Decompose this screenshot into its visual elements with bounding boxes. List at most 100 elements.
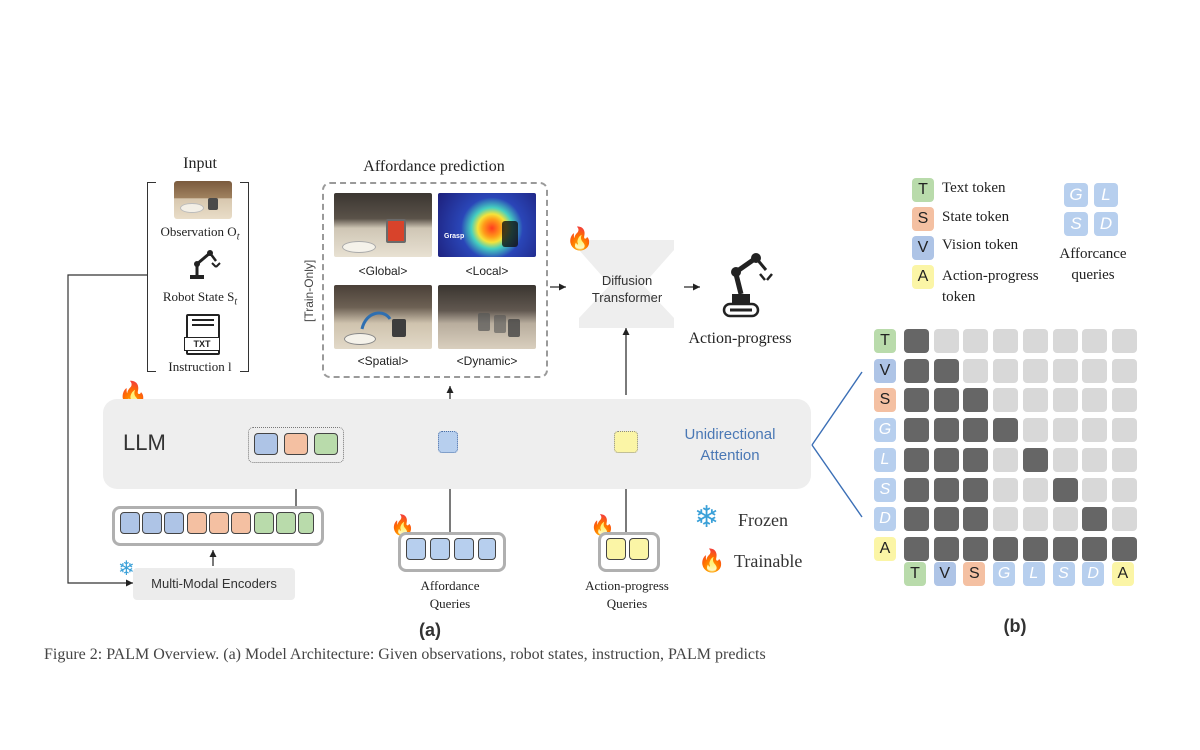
matrix-cell-attend: [1022, 447, 1048, 472]
matrix-cell-attend: [1052, 536, 1078, 561]
action-progress-queries-label: Action-progress Queries: [585, 578, 669, 611]
action-progress-output: Action-progress: [688, 330, 792, 347]
affordance-query-token: [406, 538, 426, 560]
llm-input-token-group: [248, 427, 344, 463]
matrix-cell-attend: [933, 447, 959, 472]
matrix-cell-masked: [1111, 447, 1137, 472]
legend-label-action: Action-progress token: [942, 268, 1039, 305]
matrix-col-label: D: [1082, 562, 1105, 586]
matrix-cell-masked: [1052, 447, 1078, 472]
matrix-cell-masked: [933, 329, 959, 353]
matrix-cell-attend: [993, 536, 1019, 561]
state-token: [284, 433, 308, 455]
matrix-cell-attend: [1052, 477, 1078, 502]
matrix-row-label: G: [874, 418, 896, 443]
matrix-col-label: T: [904, 562, 926, 586]
matrix-col-label: L: [1022, 562, 1045, 586]
snowflake-icon: ❄: [118, 558, 135, 580]
matrix-col-label: S: [1052, 562, 1075, 586]
matrix-cell-masked: [1022, 507, 1048, 532]
multimodal-encoders: Multi-Modal Encoders: [133, 568, 295, 600]
matrix-cell-attend: [963, 418, 989, 443]
legend-label-vision: Vision token: [942, 237, 1019, 253]
matrix-cell-masked: [1082, 329, 1108, 353]
matrix-cell-masked: [1082, 418, 1108, 443]
matrix-cell-masked: [963, 329, 989, 353]
llm-label: LLM: [123, 430, 166, 455]
text-token: [254, 512, 274, 534]
matrix-cell-masked: [1111, 477, 1137, 502]
matrix-cell-masked: [1082, 447, 1108, 472]
matrix-cell-attend: [933, 388, 959, 413]
matrix-row-label: S: [874, 388, 896, 413]
matrix-row-label: S: [874, 477, 896, 502]
matrix-cell-masked: [993, 477, 1019, 502]
matrix-cell-attend: [1111, 536, 1137, 561]
affordance-query-token: [478, 538, 496, 560]
query-badge-g: G: [1064, 183, 1088, 207]
matrix-cell-attend: [963, 536, 989, 561]
instruction-label: Instruction l: [168, 359, 232, 374]
matrix-col-label: G: [993, 562, 1016, 586]
spatial-caption: <Spatial>: [357, 354, 409, 368]
fire-icon: 🔥: [698, 548, 726, 573]
matrix-cell-attend: [963, 447, 989, 472]
matrix-cell-masked: [993, 447, 1019, 472]
matrix-cell-masked: [963, 358, 989, 383]
matrix-cell-attend: [933, 358, 959, 383]
query-badge-d: D: [1094, 212, 1118, 236]
global-caption: <Global>: [358, 264, 408, 278]
dynamic-caption: <Dynamic>: [456, 354, 518, 368]
matrix-cell-attend: [1022, 536, 1048, 561]
query-badge-l: L: [1094, 183, 1118, 207]
fire-icon: 🔥: [390, 515, 415, 537]
legend-badge-action: A: [912, 265, 934, 289]
input-bracket-left: [147, 182, 156, 372]
matrix-cell-masked: [1022, 358, 1048, 383]
robot-arm-icon: [190, 250, 221, 279]
matrix-cell-attend: [904, 358, 929, 383]
matrix-cell-attend: [1082, 507, 1108, 532]
affordance-queries-legend-label: Afforcance queries: [1059, 246, 1127, 283]
legend-label-text: Text token: [942, 180, 1006, 196]
matrix-cell-attend: [933, 418, 959, 443]
matrix-cell-masked: [1111, 358, 1137, 383]
affordance-queries-label: Affordance Queries: [420, 578, 480, 611]
matrix-row-label: A: [874, 536, 896, 561]
matrix-cell-masked: [1052, 329, 1078, 353]
legend-badge-text: T: [912, 178, 934, 202]
action-progress-query-token: [629, 538, 649, 560]
text-token: [276, 512, 296, 534]
unidirectional-attention-label: Unidirectional Attention: [684, 426, 776, 464]
subfigure-a-caption: (a): [419, 620, 441, 640]
input-title: Input: [183, 155, 217, 172]
matrix-cell-attend: [904, 536, 929, 561]
observation-label: Observation Ot: [160, 224, 240, 243]
matrix-cell-masked: [1052, 507, 1078, 532]
matrix-cell-masked: [1022, 388, 1048, 413]
observation-image: [174, 181, 232, 219]
matrix-cell-attend: [963, 477, 989, 502]
state-token: [231, 512, 251, 534]
matrix-cell-masked: [1052, 418, 1078, 443]
input-bracket-right: [240, 182, 249, 372]
trainable-legend-label: Trainable: [734, 551, 803, 571]
affordance-query-token: [430, 538, 450, 560]
matrix-cell-masked: [1022, 418, 1048, 443]
figure-caption-cut: Figure 2: PALM Overview. (a) Model Archi…: [0, 641, 1200, 663]
matrix-cell-masked: [1111, 418, 1137, 443]
robot-arm-icon: [722, 253, 773, 318]
matrix-cell-masked: [993, 507, 1019, 532]
matrix-cell-masked: [1111, 388, 1137, 413]
state-token: [187, 512, 207, 534]
vision-token: [254, 433, 278, 455]
local-affordance-heatmap: Grasp: [438, 193, 536, 257]
matrix-row-label: T: [874, 329, 896, 353]
affordance-query-token: [438, 431, 458, 453]
matrix-cell-attend: [904, 329, 929, 353]
spatial-affordance-image: [334, 285, 432, 349]
robot-state-label: Robot State St: [162, 289, 238, 308]
matrix-row-label: L: [874, 447, 896, 472]
matrix-cell-attend: [993, 418, 1019, 443]
